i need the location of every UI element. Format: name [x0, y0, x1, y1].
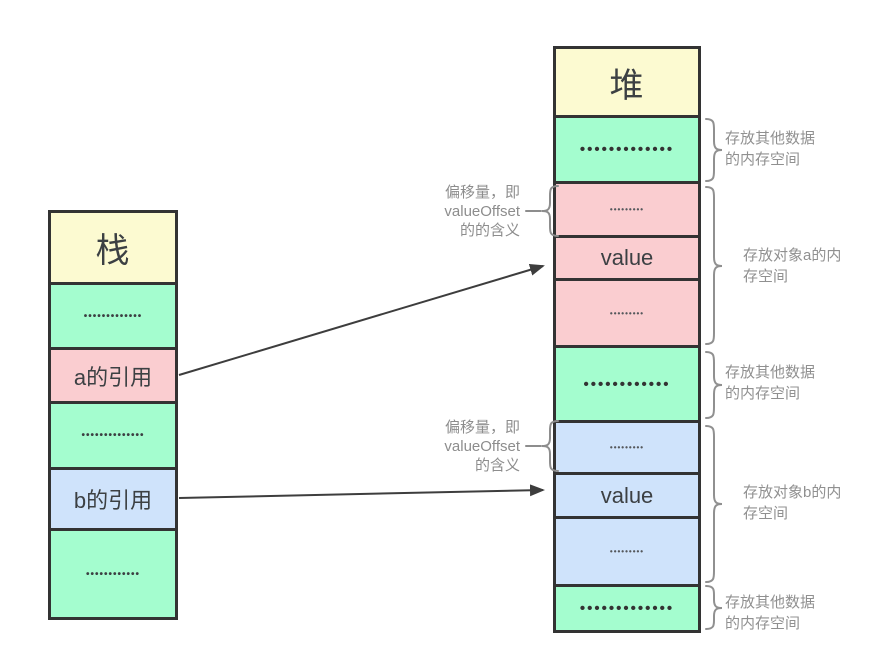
annotation-other-data-top: 存放其他数据 的内存空间	[725, 128, 815, 170]
brace-object-b	[705, 425, 723, 583]
brace-other-data-bottom	[705, 585, 723, 630]
offset-label-line: 偏移量，即	[444, 419, 520, 436]
stack-other-data-cell: ••••••••••••••	[51, 401, 175, 467]
annotation-object-a: 存放对象a的内 存空间	[743, 245, 841, 287]
stack-column: 栈 ••••••••••••• a的引用 •••••••••••••• b的引用…	[48, 210, 178, 620]
offset-label-line: 的的含义	[459, 222, 520, 239]
annotation-line: 存放对象a的内	[743, 247, 842, 264]
arrow-a-ref-to-value	[178, 263, 545, 376]
label-a-value-offset: 偏移量，即 valueOffset 的的含义	[398, 183, 520, 240]
heap-a-value-cell: value	[556, 235, 698, 278]
brace-other-data-mid	[705, 351, 723, 419]
stack-a-ref-cell: a的引用	[51, 347, 175, 401]
arrow-b-ref-to-value	[178, 484, 545, 499]
annotation-line: 的内存空间	[725, 615, 801, 632]
stack-header: 栈	[51, 213, 175, 282]
heap-a-offset-cell: •••••••••	[556, 181, 698, 235]
heap-other-data-cell: •••••••••••••	[556, 584, 698, 630]
offset-label-line: 的含义	[474, 457, 520, 474]
heap-b-offset-cell: •••••••••	[556, 420, 698, 472]
annotation-line: 存放对象b的内	[743, 484, 842, 501]
offset-label-line: valueOffset	[444, 438, 520, 455]
annotation-other-data-mid: 存放其他数据 的内存空间	[725, 362, 815, 404]
annotation-line: 存放其他数据	[725, 130, 816, 147]
annotation-line: 的内存空间	[725, 385, 801, 402]
annotation-line: 存放其他数据	[725, 364, 816, 381]
heap-header: 堆	[556, 49, 698, 115]
offset-label-line: valueOffset	[444, 203, 520, 220]
annotation-line: 存空间	[743, 268, 789, 285]
annotation-other-data-bottom: 存放其他数据 的内存空间	[725, 592, 815, 634]
heap-a-tail-cell: •••••••••	[556, 278, 698, 345]
brace-other-data-top	[705, 118, 723, 182]
heap-other-data-cell: ••••••••••••	[556, 345, 698, 420]
brace-object-a	[705, 186, 723, 345]
heap-other-data-cell: •••••••••••••	[556, 115, 698, 181]
heap-b-value-cell: value	[556, 472, 698, 516]
label-b-value-offset: 偏移量，即 valueOffset 的含义	[398, 418, 520, 475]
heap-column: 堆 ••••••••••••• ••••••••• value ••••••••…	[553, 46, 701, 633]
stack-b-ref-cell: b的引用	[51, 467, 175, 528]
annotation-line: 的内存空间	[725, 151, 801, 168]
stack-other-data-cell: •••••••••••••	[51, 282, 175, 347]
stack-other-data-cell: ••••••••••••	[51, 528, 175, 617]
heap-b-tail-cell: •••••••••	[556, 516, 698, 584]
offset-label-line: 偏移量，即	[444, 184, 520, 201]
annotation-line: 存放其他数据	[725, 594, 816, 611]
annotation-object-b: 存放对象b的内 存空间	[743, 482, 841, 524]
annotation-line: 存空间	[743, 505, 789, 522]
